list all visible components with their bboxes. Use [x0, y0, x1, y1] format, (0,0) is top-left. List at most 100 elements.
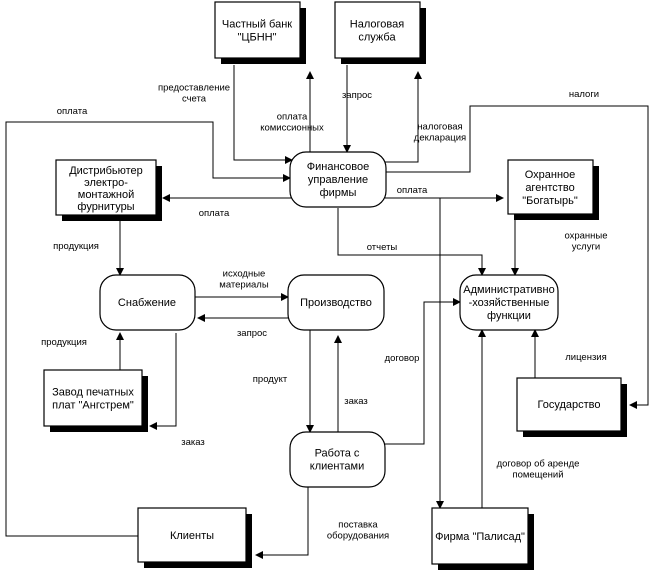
process-admin-label-line: функции [487, 310, 531, 322]
flow-label-products-fact: продукция [41, 337, 87, 348]
entity-clients-label: Клиенты [170, 530, 214, 542]
flow-label-reports-line: отчеты [367, 242, 398, 253]
flow-label-request-tax: запрос [342, 90, 372, 101]
flow-label-declaration-line: декларация [414, 133, 466, 144]
entity-factory-label-line: плат "Ангстрем" [52, 400, 134, 412]
process-production: Производство [287, 274, 385, 331]
flow-label-declaration-line: налоговая [417, 122, 462, 133]
entity-clients: Клиенты [137, 507, 252, 568]
flow-label-delivery-line: оборудования [327, 531, 389, 542]
flow-label-payment-dist: оплата [199, 208, 230, 219]
flow-label-contract: договор [385, 353, 420, 364]
flow-label-security-serv-line: охранные [564, 231, 607, 242]
entity-state-label-line: Государство [537, 399, 600, 411]
flow-label-commission-line: оплата [277, 112, 308, 123]
flow-label-payment-left: оплата [57, 106, 88, 117]
flow-line-order-fact [149, 333, 177, 430]
entity-palisad-label: Фирма "Палисад" [435, 531, 525, 543]
flow-label-delivery-line: поставка [338, 520, 378, 531]
entity-tax-label-line: Налоговая [350, 19, 404, 31]
process-clientwork-label-line: клиентами [310, 461, 364, 473]
flow-label-taxes-line: налоги [569, 89, 599, 100]
flow-label-taxes: налоги [569, 89, 599, 100]
flow-label-product-line: продукт [253, 374, 288, 385]
entity-bank: Частный банк"ЦБНН" [214, 1, 306, 64]
flow-line-reports [337, 208, 486, 276]
entity-security-label-line: Охранное [525, 169, 576, 181]
flow-line-contract [384, 298, 461, 445]
entity-security-label-line: "Богатырь" [522, 195, 578, 207]
flow-label-payment-left-line: оплата [57, 106, 88, 117]
entity-tax-label-line: служба [358, 32, 396, 44]
flow-label-lease-line: помещений [512, 470, 563, 481]
flow-label-raw-materials-line: исходные [223, 269, 266, 280]
entity-palisad-label-line: Фирма "Палисад" [435, 531, 525, 543]
process-supply: Снабжение [99, 274, 196, 331]
flow-label-security-serv-line: услуги [572, 242, 600, 253]
entity-distributor-label-line: Дистрибьютер [69, 165, 143, 177]
process-clientwork-label-line: Работа с [315, 448, 360, 460]
flow-label-payment-dist-line: оплата [199, 208, 230, 219]
flow-label-invoice-line: предоставление [158, 83, 230, 94]
process-production-label: Производство [300, 297, 372, 309]
entity-state: Государство [516, 377, 627, 437]
process-admin-label-line: Административно [463, 284, 554, 296]
flow-label-commission-line: комиссионных [260, 123, 324, 134]
entity-bank-label-line: Частный банк [222, 19, 292, 31]
flow-label-contract-line: договор [385, 353, 420, 364]
process-production-label-line: Производство [300, 297, 372, 309]
entity-distributor-label-line: монтажной [78, 189, 134, 201]
flow-label-payment-right: оплата [397, 185, 428, 196]
flow-label-order-fact: заказ [181, 437, 205, 448]
process-admin-label-line: -хозяйственные [469, 297, 550, 309]
entity-security-label-line: агентство [525, 182, 574, 194]
entity-bank-label-line: "ЦБНН" [237, 32, 276, 44]
entity-state-label: Государство [537, 399, 600, 411]
entity-distributor-label-line: фурнитуры [77, 201, 134, 213]
entity-clients-label-line: Клиенты [170, 530, 214, 542]
flow-label-reports: отчеты [367, 242, 398, 253]
flow-label-license-line: лицензия [565, 352, 607, 363]
process-finance-label-line: управление [308, 174, 368, 186]
process-finance-label-line: фирмы [320, 187, 357, 199]
flow-label-order-fact-line: заказ [181, 437, 205, 448]
flow-line-delivery [255, 486, 309, 559]
flow-label-products-dist: продукция [53, 241, 99, 252]
flow-label-lease-line: договор об аренде [497, 459, 580, 470]
flow-line-taxes [385, 105, 649, 409]
process-supply-label: Снабжение [118, 297, 176, 309]
flow-line-declaration [385, 71, 422, 163]
flow-label-request-tax-line: запрос [342, 90, 372, 101]
flow-label-order-prod: заказ [344, 396, 368, 407]
flow-label-invoice-line: счета [182, 94, 207, 105]
flow-label-license: лицензия [565, 352, 607, 363]
flow-label-order-prod-line: заказ [344, 396, 368, 407]
entity-distributor-label-line: электро- [84, 177, 128, 189]
flow-label-products-fact-line: продукция [41, 337, 87, 348]
flow-label-request-prod: запрос [237, 328, 267, 339]
entity-palisad: Фирма "Палисад" [431, 507, 534, 570]
entity-bank-label: Частный банк"ЦБНН" [222, 19, 292, 44]
flow-line-payment-left [5, 121, 291, 537]
